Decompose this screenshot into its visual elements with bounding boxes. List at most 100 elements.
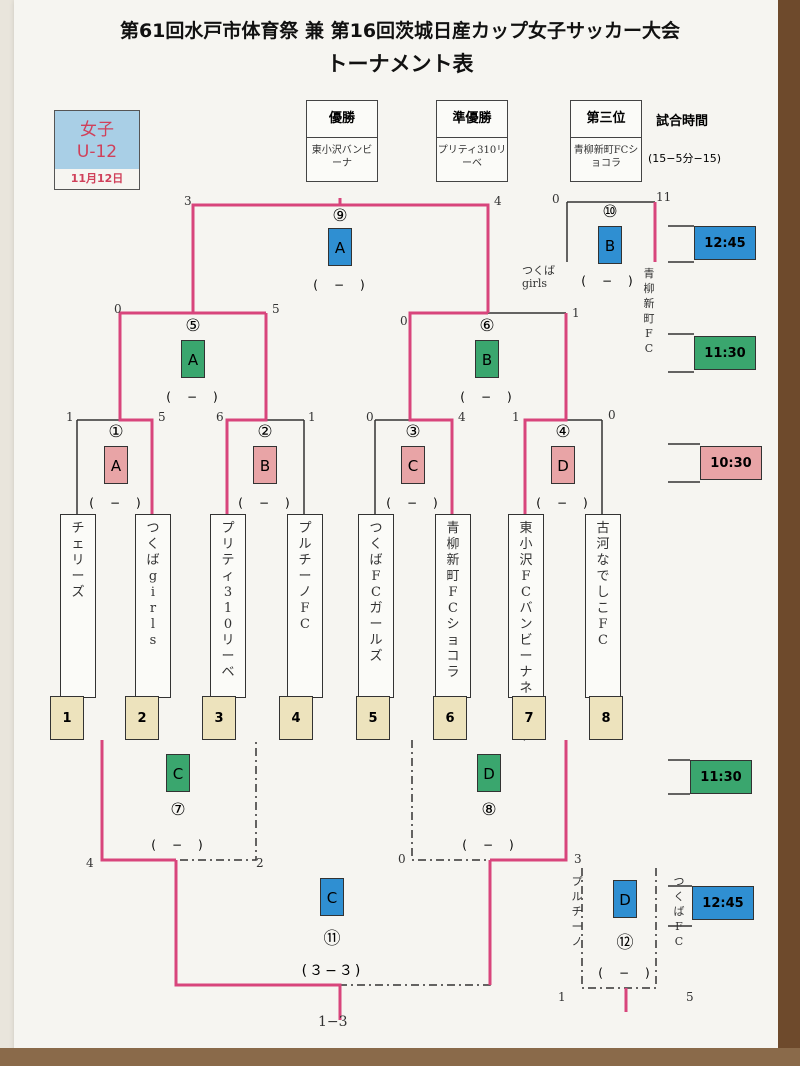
score-right: 2 [256, 856, 264, 870]
category-age: U-12 [76, 142, 118, 162]
time-note: (15−5分−15) [648, 152, 722, 165]
court-badge: C [401, 446, 425, 484]
score-right: 4 [458, 410, 466, 424]
position-number: 5 [356, 696, 390, 740]
side-note: つくばgirls [522, 264, 555, 290]
match-number: ⑫ [616, 933, 634, 953]
result-label: 準優勝 [437, 101, 507, 138]
score-right: 5 [686, 990, 694, 1004]
score-left: 0 [552, 192, 560, 206]
court-badge: C [320, 878, 344, 916]
match-score: ( − ) [462, 838, 516, 852]
court-badge: D [477, 754, 501, 792]
match-number: ⑤ [185, 316, 201, 336]
time-box-first-round: 10:30 [700, 446, 762, 480]
match-number: ③ [405, 422, 421, 442]
match-number: ④ [555, 422, 571, 442]
score-right: 1 [572, 306, 580, 320]
court-badge: A [181, 340, 205, 378]
wood-background-bottom [0, 1048, 800, 1066]
match-score: ( − ) [460, 390, 514, 404]
match-score: ( − ) [151, 838, 205, 852]
match-number: ① [108, 422, 124, 442]
page-title: 第61回水戸市体育祭 兼 第16回茨城日産カップ女子サッカー大会 [119, 20, 681, 42]
side-note: プルチーノ [571, 875, 583, 948]
result-runner-up: 準優勝 プリティ310リーベ [436, 100, 508, 182]
court-badge: B [475, 340, 499, 378]
match-number: ⑪ [323, 929, 341, 949]
score-left: 0 [114, 302, 122, 316]
court-badge: D [551, 446, 575, 484]
score-left: 0 [366, 410, 374, 424]
wood-background [778, 0, 800, 1066]
score-left: 3 [184, 194, 192, 208]
result-label: 優勝 [307, 101, 377, 138]
match-score: (３−３) [301, 963, 363, 979]
result-team: 青柳新町FCショコラ [573, 145, 639, 169]
match-score: ( − ) [386, 496, 440, 510]
score-right: 4 [494, 194, 502, 208]
score-left: 0 [398, 852, 406, 866]
score-left: 1 [558, 990, 566, 1004]
position-number: 7 [512, 696, 546, 740]
time-box-placement: 12:45 [692, 886, 754, 920]
court-badge: A [328, 228, 352, 266]
match-number: ⑥ [479, 316, 495, 336]
score-left: 0 [400, 314, 408, 328]
match-number: ⑩ [602, 202, 618, 222]
court-badge: B [598, 226, 622, 264]
score-right: 1 [308, 410, 316, 424]
time-box-final: 12:45 [694, 226, 756, 260]
match-score: ( − ) [313, 278, 367, 292]
time-header: 試合時間 [656, 114, 709, 129]
pk-score: 1−3 [318, 1014, 348, 1030]
match-number: ⑨ [332, 206, 348, 226]
score-right: 5 [158, 410, 166, 424]
match-number: ⑦ [170, 800, 186, 820]
match-score: ( − ) [598, 966, 652, 980]
position-number: 2 [125, 696, 159, 740]
position-number: 6 [433, 696, 467, 740]
score-left: 6 [216, 410, 224, 424]
result-third: 第三位 青柳新町FCショコラ [570, 100, 642, 182]
score-right: 0 [608, 408, 616, 422]
court-badge: B [253, 446, 277, 484]
score-left: 1 [66, 410, 74, 424]
match-score: ( − ) [536, 496, 590, 510]
court-badge: A [104, 446, 128, 484]
position-number: 4 [279, 696, 313, 740]
position-number: 8 [589, 696, 623, 740]
match-score: ( − ) [166, 390, 220, 404]
result-label: 第三位 [571, 101, 641, 138]
category-date: 11月12日 [70, 172, 124, 185]
match-number: ② [257, 422, 273, 442]
result-champion: 優勝 東小沢バンビーナ [306, 100, 378, 182]
score-left: 4 [86, 856, 94, 870]
match-score: ( − ) [238, 496, 292, 510]
result-team: プリティ310リーベ [437, 145, 507, 169]
match-score: ( − ) [89, 496, 143, 510]
team-name: チェリーズ [71, 521, 85, 600]
team-slot-1: チェリーズ [60, 514, 96, 698]
score-left: 1 [512, 410, 520, 424]
time-box-semifinal: 11:30 [694, 336, 756, 370]
page-subtitle: トーナメント表 [326, 52, 474, 76]
score-right: 11 [656, 190, 672, 204]
position-number: 3 [202, 696, 236, 740]
category-box: 女子 U-12 11月12日 [54, 110, 140, 190]
match-number: ⑧ [481, 800, 497, 820]
category-label: 女子 [80, 120, 114, 140]
